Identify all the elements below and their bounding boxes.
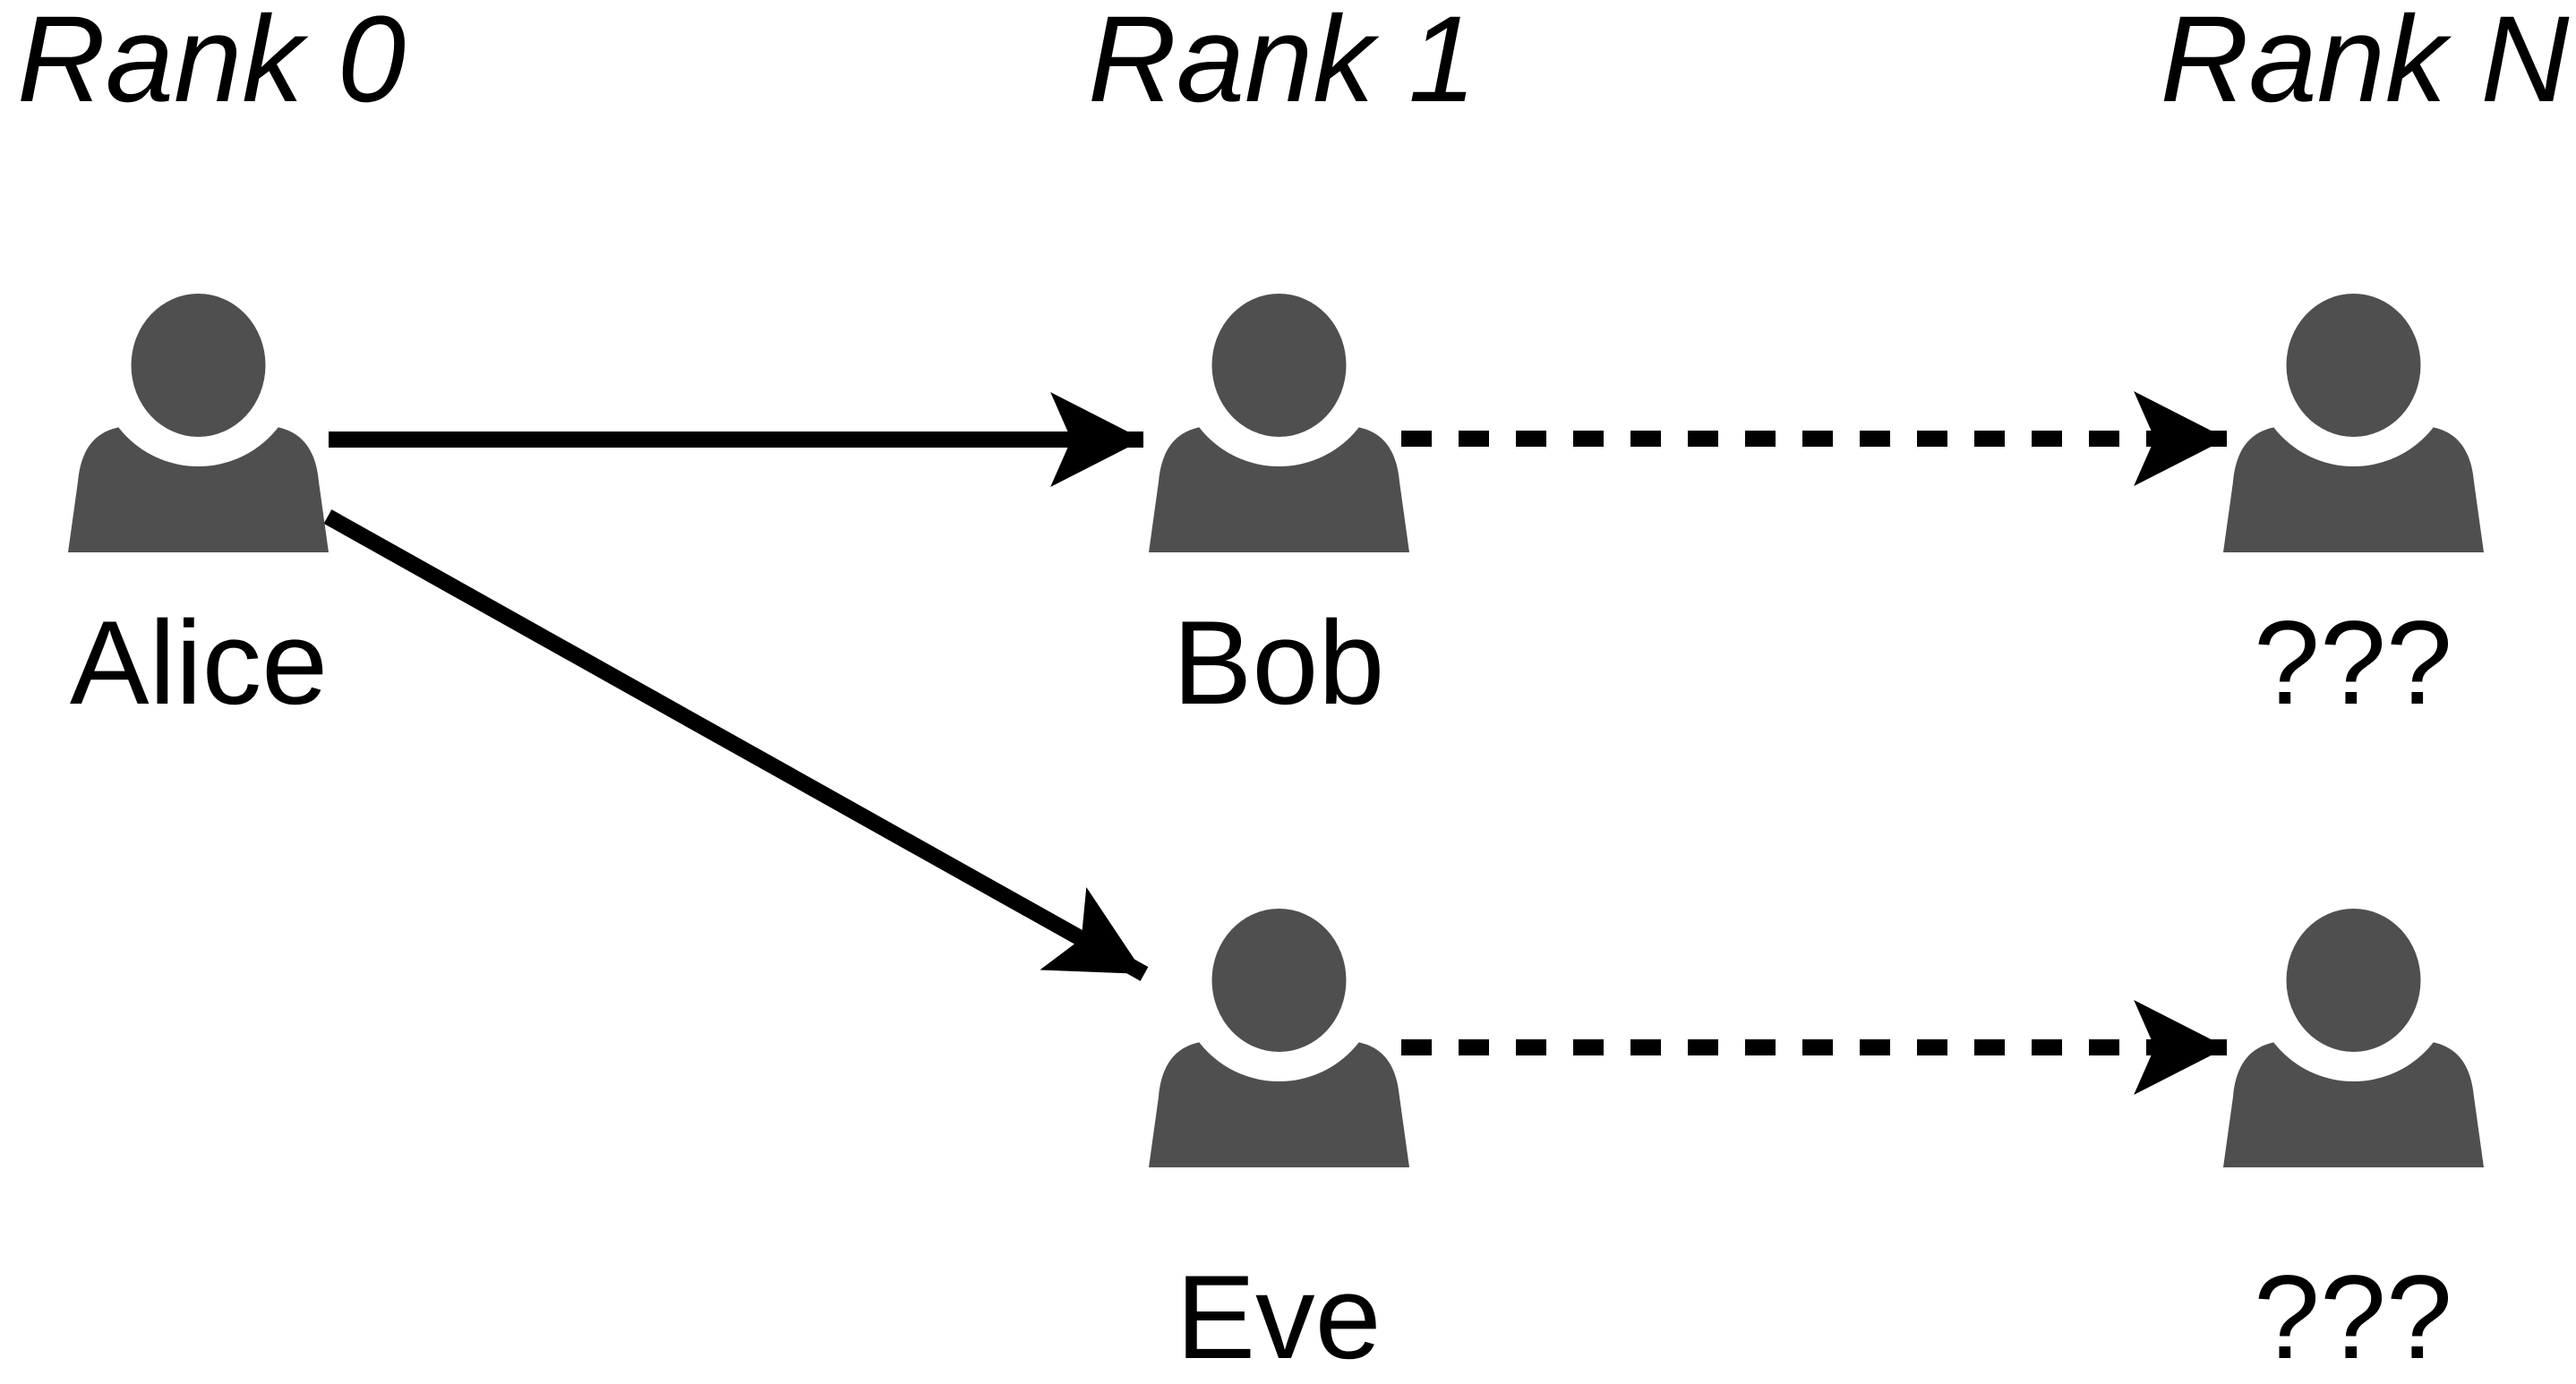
person-head xyxy=(1211,909,1347,1052)
person-icon xyxy=(2223,294,2484,552)
person-icon xyxy=(68,294,329,552)
person-head xyxy=(2286,909,2421,1052)
person-body xyxy=(1149,1040,1409,1167)
node-label-alice: Alice xyxy=(69,597,329,730)
node-label-bob: Bob xyxy=(1172,597,1385,730)
edge-alice-to-eve xyxy=(323,509,1149,981)
column-header-rank-0: Rank 0 xyxy=(16,0,407,128)
person-icon xyxy=(2223,909,2484,1167)
person-icon xyxy=(1149,294,1409,552)
node-label-unknown-top: ??? xyxy=(2254,597,2452,730)
column-header-rank-n: Rank N xyxy=(2160,0,2570,128)
person-head xyxy=(1211,294,1347,437)
person-body xyxy=(1149,425,1409,552)
column-header-rank-1: Rank 1 xyxy=(1087,0,1477,128)
person-icon xyxy=(1149,909,1409,1167)
node-label-unknown-bottom: ??? xyxy=(2254,1252,2452,1384)
person-head xyxy=(131,294,266,437)
node-label-eve: Eve xyxy=(1176,1252,1382,1384)
person-body xyxy=(68,425,329,552)
person-head xyxy=(2286,294,2421,437)
person-body xyxy=(2223,1040,2484,1167)
person-body xyxy=(2223,425,2484,552)
